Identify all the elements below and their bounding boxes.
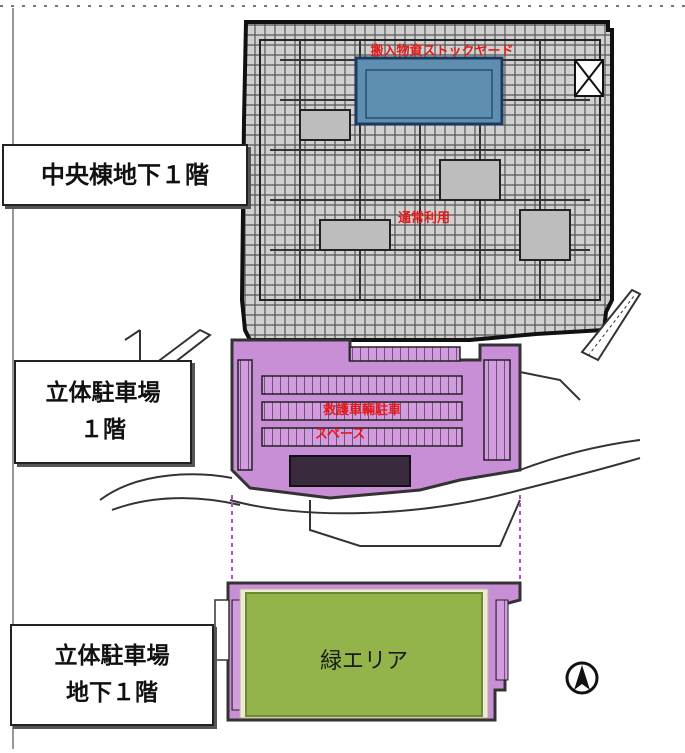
parking-b1-label-line1: 立体駐車場	[54, 643, 170, 670]
parking-b1-plan: 緑エリア	[214, 581, 522, 722]
green-area	[245, 592, 483, 717]
parking-b1-label-box: 立体駐車場 地下１階	[10, 624, 214, 726]
central-b1-label-box: 中央棟地下１階	[2, 144, 248, 206]
parking-1f-label-line1: 立体駐車場	[45, 380, 161, 407]
central-building-plan: 搬入物資ストックヤード 通常利用	[239, 20, 614, 342]
road-lines	[99, 328, 641, 547]
parking-1f-plan: 救護車輛駐車 スペース	[230, 338, 522, 500]
ramp-structure	[580, 288, 642, 362]
ambulance-parking-label-1: 救護車輛駐車	[323, 402, 401, 418]
stockyard-area	[354, 56, 504, 126]
north-arrow-icon	[565, 661, 599, 695]
parking-1f-label-box: 立体駐車場 １階	[14, 360, 192, 464]
parking-1f-label-line2: １階	[80, 417, 126, 443]
normal-use-label: 通常利用	[398, 210, 450, 226]
central-b1-label: 中央棟地下１階	[41, 160, 209, 189]
ambulance-parking-label-2: スペース	[315, 427, 365, 442]
green-area-label: 緑エリア	[320, 649, 408, 674]
stockyard-label: 搬入物資ストックヤード	[370, 43, 513, 59]
parking-b1-label-line2: 地下１階	[66, 680, 158, 706]
